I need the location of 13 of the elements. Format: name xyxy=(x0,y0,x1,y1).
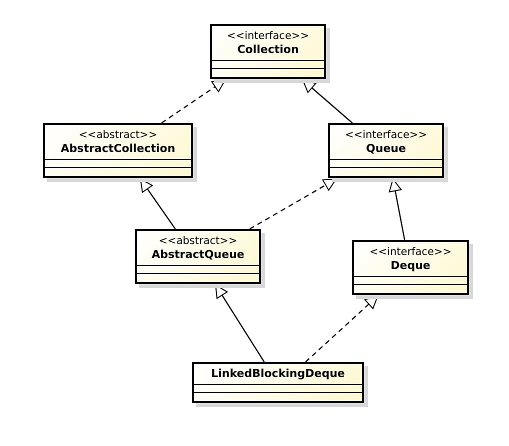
class-name: Deque xyxy=(390,258,430,272)
stereotype-label: <<abstract>> xyxy=(158,234,238,248)
class-name: AbstractCollection xyxy=(60,142,176,156)
stereotype-label: <<abstract>> xyxy=(78,128,158,142)
class-name: AbstractQueue xyxy=(152,248,244,262)
stereotype-label: <<interface>> xyxy=(344,128,428,142)
realization-arrow xyxy=(161,80,226,124)
class-name: LinkedBlockingDeque xyxy=(211,367,345,381)
stereotype-label: <<interface>> xyxy=(369,246,452,258)
realization-arrow xyxy=(249,178,337,230)
class-name: Queue xyxy=(366,142,406,156)
stereotype-label: <<interface>> xyxy=(226,30,310,42)
class-name: Collection xyxy=(237,42,299,56)
